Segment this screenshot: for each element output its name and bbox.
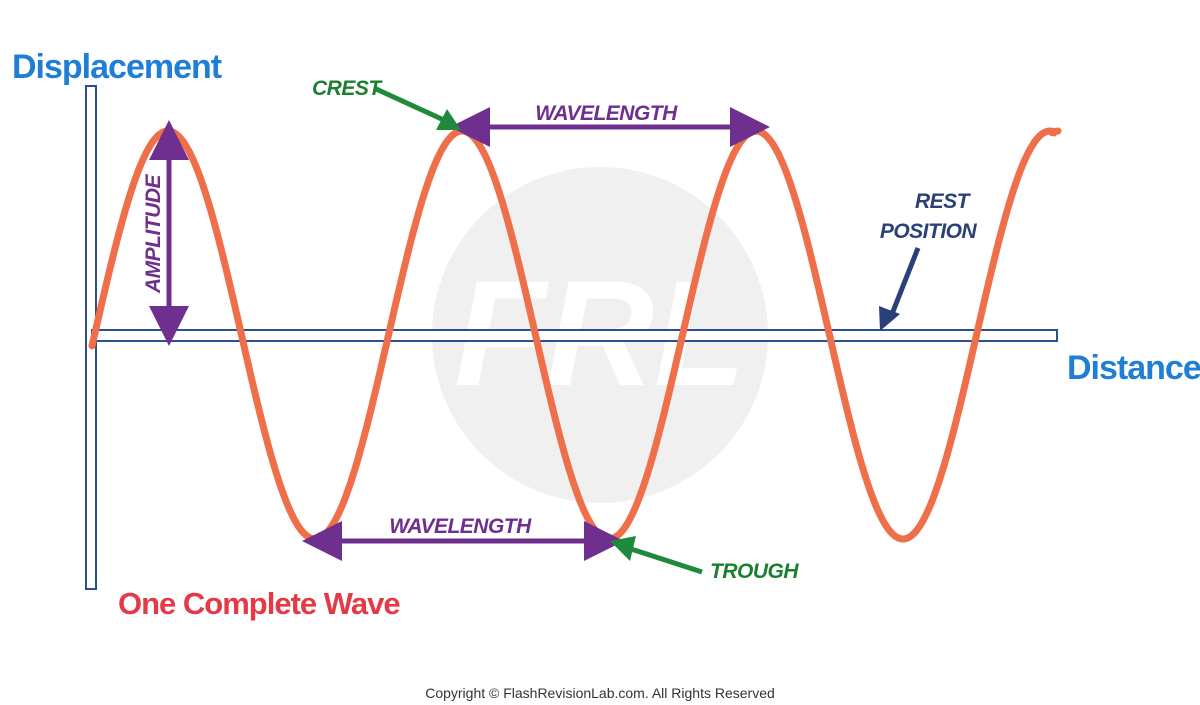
amplitude-label: AMPLITUDE xyxy=(142,174,165,294)
x-axis-title: Distance xyxy=(1067,349,1200,387)
trough-label: TROUGH xyxy=(710,560,799,583)
crest-pointer-arrow xyxy=(372,85,461,130)
rest-position-label-line2: POSITION xyxy=(880,220,978,243)
copyright-notice: Copyright © FlashRevisionLab.com. All Ri… xyxy=(425,685,775,701)
trough-pointer-arrow xyxy=(610,536,703,575)
x-axis xyxy=(91,329,1058,342)
wave-curve xyxy=(88,127,1062,543)
crest-label: CREST xyxy=(312,77,383,100)
wavelength-top-label: WAVELENGTH xyxy=(535,102,678,125)
rest-position-pointer-arrow xyxy=(879,247,921,331)
rest-position-label-line1: REST xyxy=(915,190,972,213)
wavelength-bottom-label: WAVELENGTH xyxy=(389,515,532,538)
one-complete-wave-caption: One Complete Wave xyxy=(118,586,400,621)
y-axis-title: Displacement xyxy=(12,48,222,86)
